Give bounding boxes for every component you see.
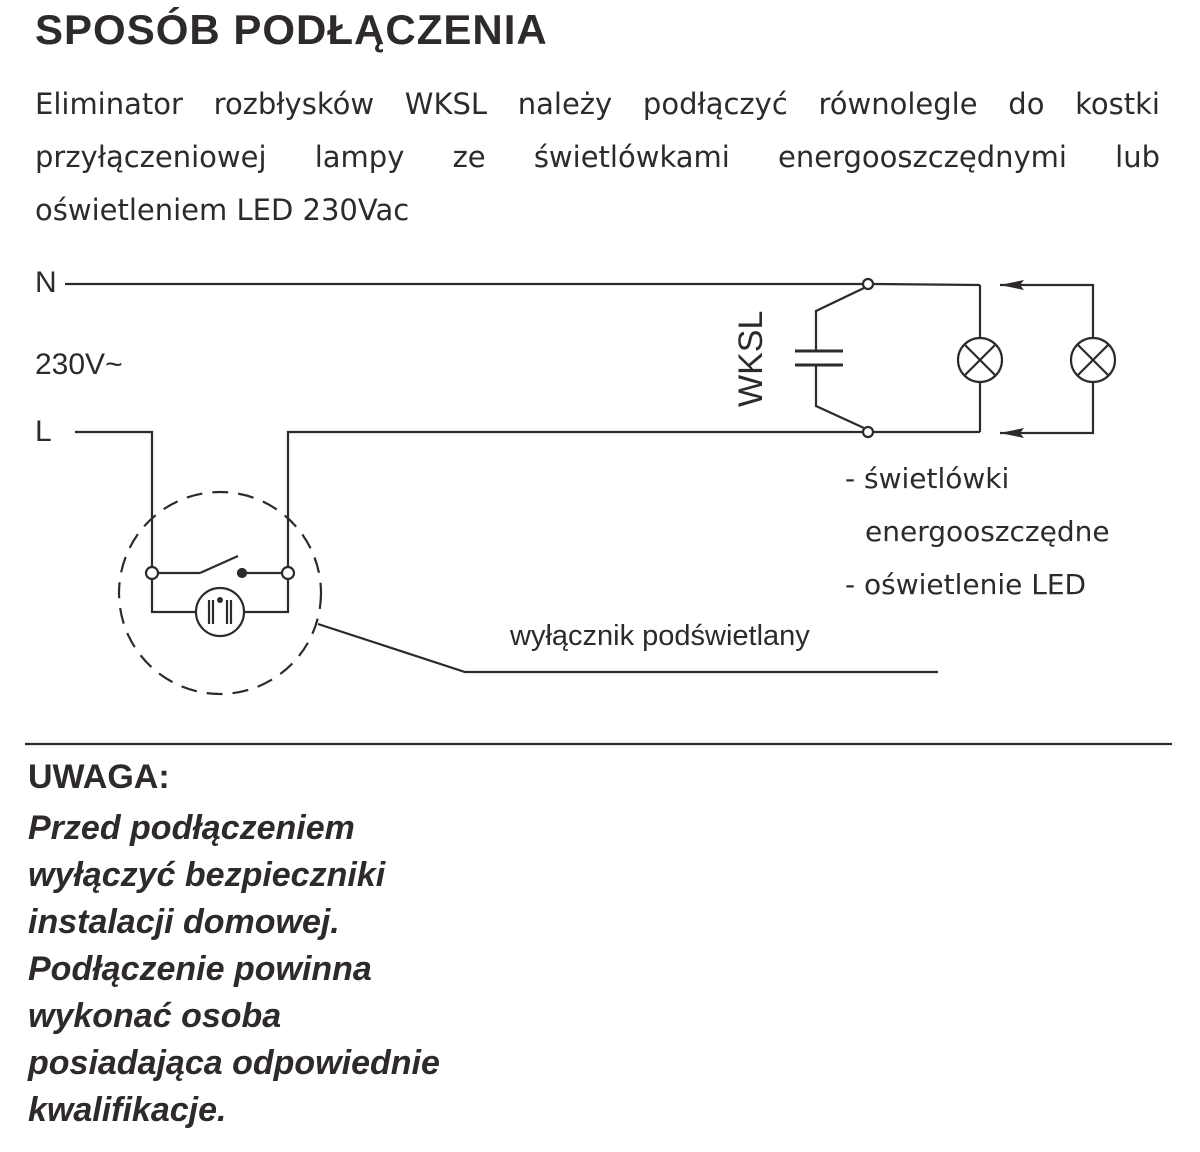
warning-text: Przed podłączeniem wyłączyć bezpieczniki… [28, 805, 440, 1134]
warning-line: kwalifikacje. [28, 1091, 227, 1129]
label-switch: wyłącznik podświetlany [510, 620, 810, 652]
switch-leader-line [317, 622, 938, 674]
intro-paragraph: Eliminator rozbłysków WKSL należy podłąc… [35, 87, 1160, 227]
warning-line: Przed podłączeniem [28, 809, 355, 847]
illuminated-switch [117, 490, 323, 696]
legend-item: energooszczędne [865, 515, 1110, 548]
load-legend: - świetlówki energooszczędne - oświetlen… [845, 452, 1110, 611]
legend-item: - oświetlenie LED [845, 568, 1087, 601]
warning-line: posiadająca odpowiednie [28, 1044, 440, 1082]
warning-line: Podłączenie powinna [28, 950, 372, 988]
lamp-icon [1000, 283, 1117, 435]
label-wksl: WKSL [732, 310, 770, 407]
label-voltage: 230V~ [35, 348, 123, 381]
warning-line: wyłączyć bezpieczniki [28, 856, 386, 894]
label-live: L [35, 415, 52, 448]
live-wire-in [75, 430, 154, 567]
arrow-icon [1000, 280, 1024, 438]
lamp-icon [956, 285, 1004, 432]
warning-line: instalacji domowej. [28, 903, 340, 941]
wksl-capacitor [795, 277, 875, 439]
warning-line: wykonać osoba [28, 997, 282, 1035]
label-neutral: N [35, 266, 57, 299]
legend-item: - świetlówki [845, 462, 1010, 495]
live-wire-out [286, 430, 863, 567]
warning-title: UWAGA: [28, 758, 170, 796]
page-title: SPOSÓB PODŁĄCZENIA [35, 6, 548, 53]
